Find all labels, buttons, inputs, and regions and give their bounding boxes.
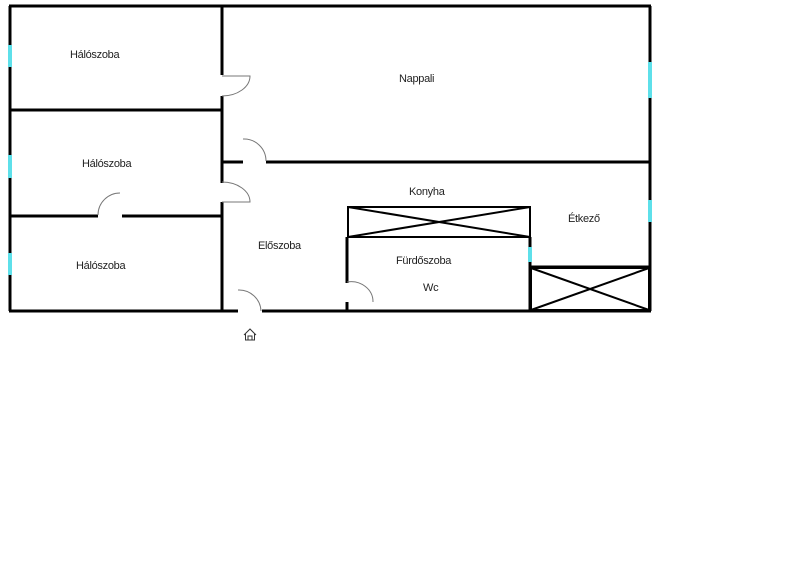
label-kitchen: Konyha (409, 186, 446, 198)
kitchen-counter (347, 206, 531, 238)
label-bathroom: Fürdőszoba (396, 255, 452, 267)
walls (8, 4, 652, 313)
label-wc: Wc (423, 282, 439, 294)
label-dining: Étkező (568, 212, 600, 225)
label-living-room: Nappali (399, 73, 434, 85)
windows (8, 45, 652, 275)
label-hall: Előszoba (258, 240, 302, 252)
label-bedroom-2: Hálószoba (82, 158, 132, 170)
label-bedroom-1: Hálószoba (70, 49, 120, 61)
room-labels: Hálószoba Hálószoba Hálószoba Nappali Ko… (70, 49, 600, 294)
label-bedroom-3: Hálószoba (76, 260, 126, 272)
doors (97, 75, 374, 312)
dining-storage (530, 267, 650, 311)
house-icon (243, 328, 257, 341)
